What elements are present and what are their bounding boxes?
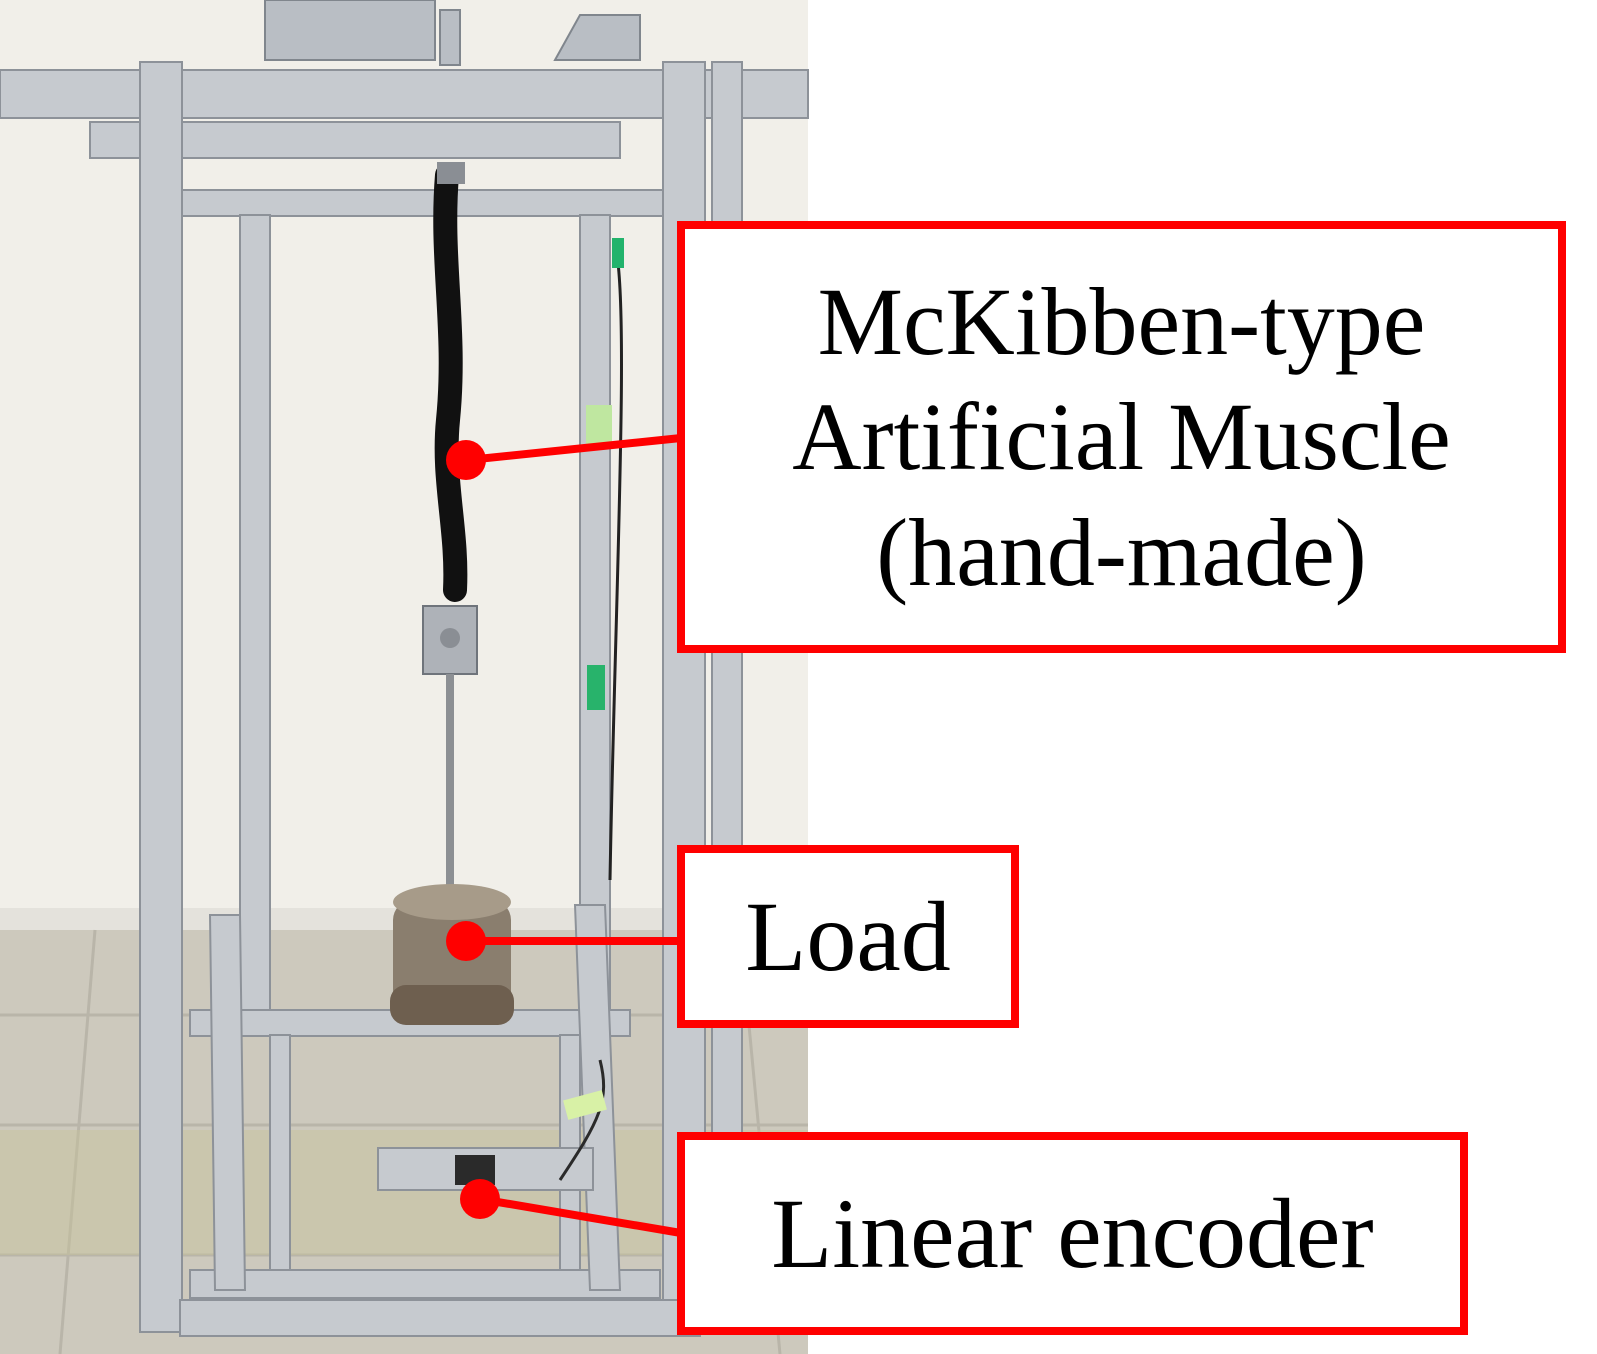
callout-encoder-label: Linear encoder [771, 1177, 1374, 1289]
callout-muscle-box: McKibben-type Artificial Muscle (hand-ma… [677, 221, 1566, 653]
callout-dots [446, 440, 500, 1219]
callout-encoder-box: Linear encoder [677, 1132, 1468, 1335]
callout-muscle-line-2: Artificial Muscle [792, 383, 1451, 491]
callout-muscle-line-3: (hand-made) [876, 498, 1367, 606]
sensor-cable [558, 238, 624, 1181]
load-hanger [422, 605, 478, 910]
callout-load-box: Load [677, 845, 1019, 1028]
callout-muscle-line-1: McKibben-type [817, 268, 1426, 376]
callout-leaders [466, 434, 682, 1237]
artificial-muscle [433, 162, 468, 602]
frame-top-fixtures [264, 0, 641, 66]
callout-load-label: Load [745, 880, 951, 992]
